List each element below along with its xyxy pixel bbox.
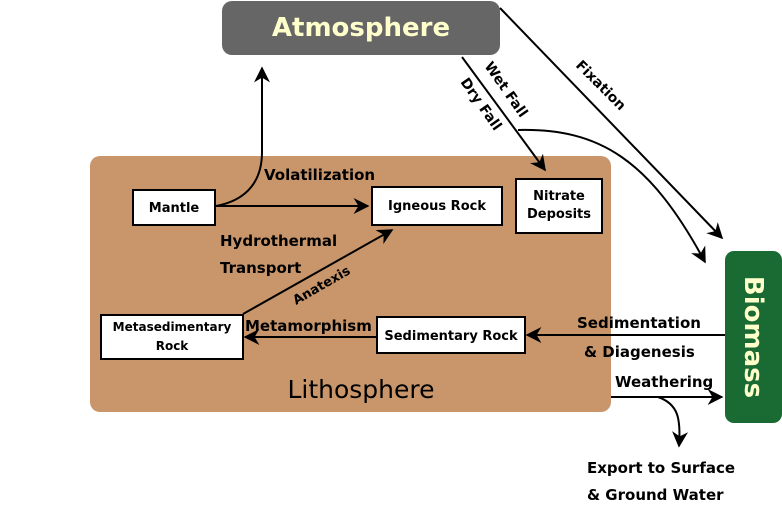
nitrate-deposits-label-line2: Deposits [527,207,591,222]
biomass-box [725,251,782,423]
atmosphere-box [222,1,500,55]
hydrothermal-label-line2: Transport [220,259,301,277]
arrow-volatilization [215,66,270,207]
mantle-label: Mantle [149,201,200,216]
arrow-export [657,396,689,448]
arrow-anatexis [242,229,394,315]
export-label-line1: Export to Surface [587,459,735,477]
metasedimentary-rock-label-line1: Metasedimentary [113,320,232,334]
sedimentation-label-line2: & Diagenesis [584,343,695,361]
igneous-rock-label: Igneous Rock [388,199,486,214]
igneous-rock-box [371,186,503,226]
sedimentary-rock-box [376,316,526,354]
metasedimentary-rock-label-line2: Rock [156,339,190,353]
mantle-box [132,189,216,226]
nitrate-deposits-label-line1: Nitrate [533,189,585,204]
lithosphere-label: Lithosphere [287,375,434,404]
arrow-wet-dry-fall [461,56,546,172]
export-label-line2: & Ground Water [587,486,724,504]
metamorphism-label: Metamorphism [245,317,372,335]
weathering-label: Weathering [615,373,713,391]
volatilization-label: Volatilization [264,166,375,184]
atmosphere-label: Atmosphere [272,13,450,43]
sedimentary-rock-label: Sedimentary Rock [384,329,518,344]
hydrothermal-label-line1: Hydrothermal [220,232,337,250]
biomass-label: Biomass [738,276,768,398]
sedimentation-label-line1: Sedimentation [577,314,701,332]
nitrate-deposits-box [515,178,603,234]
arrow-fall-to-biomass [517,128,706,264]
arrow-fixation [499,7,724,240]
fixation-label: Fixation [572,58,629,115]
metasedimentary-rock-box [100,314,244,360]
